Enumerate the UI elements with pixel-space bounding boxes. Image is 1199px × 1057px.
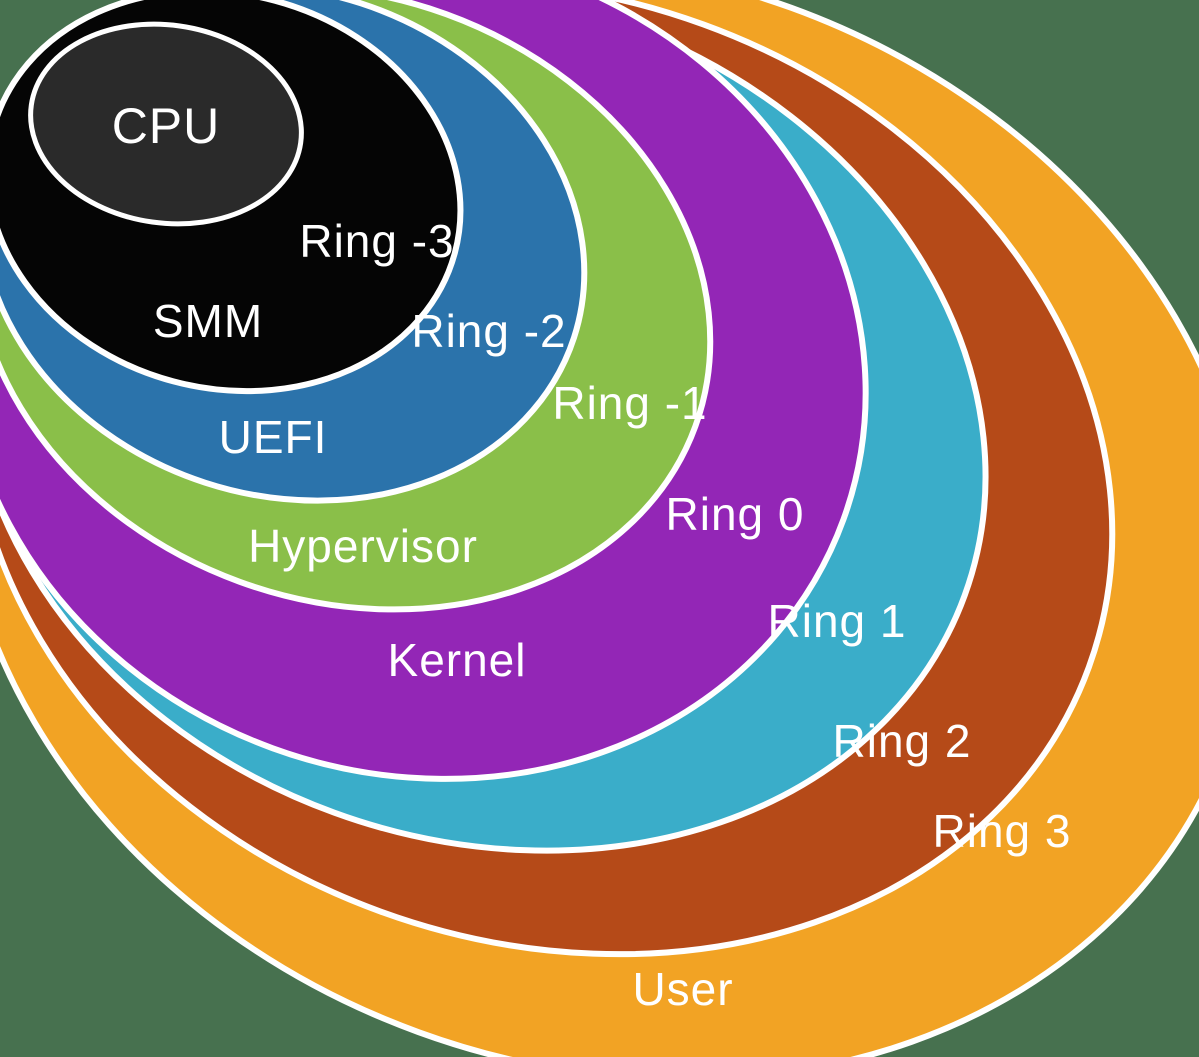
ring-3-user-ring-label: Ring 3 (933, 805, 1072, 857)
ring-neg2-uefi-ring-label: Ring -2 (411, 305, 566, 357)
ring-0-kernel-zone-label: Kernel (388, 634, 527, 686)
ring-neg2-uefi-zone-label: UEFI (219, 411, 328, 463)
ring-3-user-zone-label: User (632, 963, 733, 1015)
ring-neg3-smm-zone-label: SMM (153, 295, 263, 347)
ring-neg3-smm-ring-label: Ring -3 (299, 215, 454, 267)
ring-neg1-hypervisor-ring-label: Ring -1 (552, 377, 707, 429)
ring-0-kernel-ring-label: Ring 0 (666, 488, 805, 540)
cpu-label: CPU (112, 98, 221, 154)
ring-2-ring-label: Ring 2 (833, 715, 972, 767)
cpu-ellipse (28, 21, 304, 227)
ring-1-ring-label: Ring 1 (768, 595, 907, 647)
ring-neg1-hypervisor-zone-label: Hypervisor (248, 520, 478, 572)
